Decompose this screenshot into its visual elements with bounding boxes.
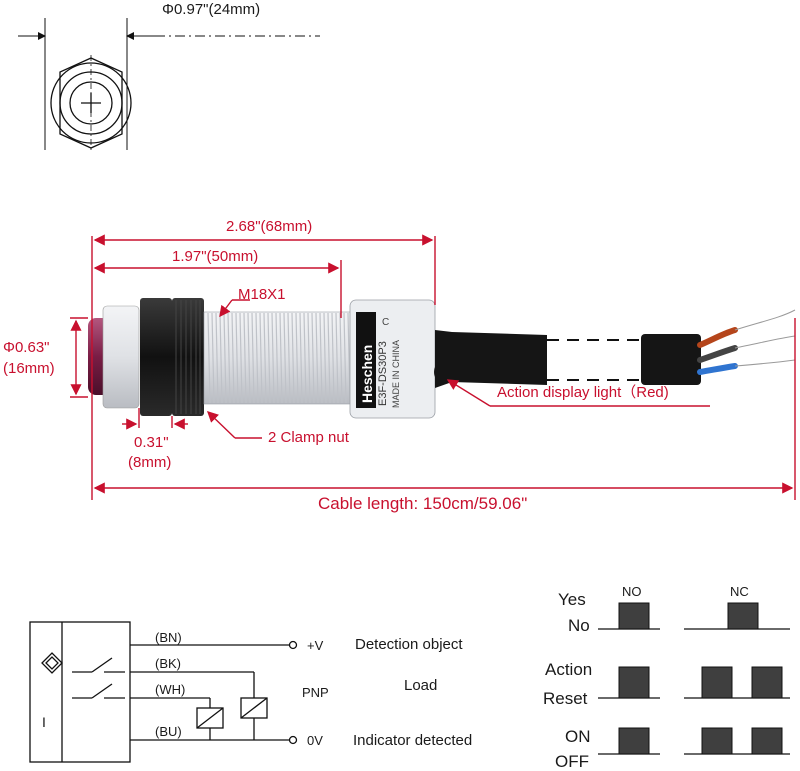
wiring-diagram bbox=[29, 621, 298, 763]
zero-v-label: 0V bbox=[307, 733, 323, 748]
thread-ridge bbox=[311, 312, 315, 404]
timing-row1-bottom: No bbox=[568, 616, 590, 635]
diameter-in-label: Φ0.63" bbox=[3, 339, 50, 356]
thread-ridge bbox=[231, 312, 235, 404]
thread-ridge bbox=[295, 312, 299, 404]
top-view bbox=[18, 18, 320, 152]
body-length-label: 1.97"(50mm) bbox=[172, 248, 259, 265]
thread-ridge bbox=[331, 312, 335, 404]
brand-text: Heschen bbox=[359, 344, 375, 403]
timing-row1-top: Yes bbox=[558, 590, 586, 609]
pulse-nc-on-2 bbox=[751, 727, 783, 755]
timing-no-header: NO bbox=[622, 584, 642, 599]
cable-near bbox=[435, 330, 547, 388]
thread-ridge bbox=[327, 312, 331, 404]
model-text: E3F-DS30P3 bbox=[377, 341, 389, 406]
cert-mark: C bbox=[382, 317, 390, 328]
pnp-label: PNP bbox=[302, 685, 329, 700]
sensor-side-view bbox=[88, 298, 796, 419]
nut-in-label: 0.31" bbox=[134, 434, 169, 451]
thread-ridge bbox=[271, 312, 275, 404]
pulse-no-action bbox=[618, 666, 650, 699]
sensor-mark-label: I bbox=[42, 714, 46, 730]
clamp-nut-back bbox=[172, 298, 204, 416]
thread-ridge bbox=[315, 312, 319, 404]
thread-ridge bbox=[239, 312, 243, 404]
thread-ridge bbox=[283, 312, 287, 404]
wire-bu-label: (BU) bbox=[155, 724, 182, 739]
pulse-nc-on-1 bbox=[701, 727, 733, 755]
wire-wh-label: (WH) bbox=[155, 682, 186, 697]
indicator-label: Indicator detected bbox=[353, 732, 473, 749]
thread-label: M18X1 bbox=[238, 286, 286, 303]
display-light-callout: Action display light（Red) bbox=[497, 384, 669, 401]
plus-v-label: +V bbox=[307, 638, 324, 653]
timing-chart bbox=[598, 602, 790, 755]
thread-ridge bbox=[219, 312, 223, 404]
pulse-no-on bbox=[618, 727, 650, 755]
thread-ridge bbox=[339, 312, 343, 404]
thread-ridge bbox=[275, 312, 279, 404]
thread-ridge bbox=[335, 312, 339, 404]
thread-ridge bbox=[215, 312, 219, 404]
thread-ridge bbox=[263, 312, 267, 404]
wire-bn-label: (BN) bbox=[155, 630, 182, 645]
thread-ridge bbox=[223, 312, 227, 404]
cable-length-label: Cable length: 150cm/59.06" bbox=[318, 494, 528, 513]
thread-ridge bbox=[235, 312, 239, 404]
thread-ridge bbox=[319, 312, 323, 404]
thread-ridge bbox=[303, 312, 307, 404]
clamp-nut-front bbox=[140, 298, 172, 416]
thread-ridge bbox=[291, 312, 295, 404]
top-diameter-label: Φ0.97"(24mm) bbox=[162, 1, 261, 18]
brand-band bbox=[356, 312, 376, 408]
detection-object-label: Detection object bbox=[355, 636, 463, 653]
pulse-nc-action-1 bbox=[701, 666, 733, 699]
thread-ridge bbox=[279, 312, 283, 404]
nut-mm-label: (8mm) bbox=[128, 454, 172, 471]
timing-nc-header: NC bbox=[730, 584, 749, 599]
thread-ridge bbox=[247, 312, 251, 404]
cable-far bbox=[641, 334, 701, 385]
thread-ridge bbox=[259, 312, 263, 404]
dimension-lines bbox=[70, 234, 796, 500]
thread-ridge bbox=[227, 312, 231, 404]
diameter-mm-label: (16mm) bbox=[3, 360, 55, 377]
thread-ridge bbox=[243, 312, 247, 404]
thread-ridge bbox=[299, 312, 303, 404]
thread-ridge bbox=[267, 312, 271, 404]
pulse-no-yes bbox=[618, 602, 650, 630]
thread-ridge bbox=[251, 312, 255, 404]
thread-ridge bbox=[307, 312, 311, 404]
thread-ridge bbox=[343, 312, 347, 404]
thread-ridge bbox=[207, 312, 211, 404]
pulse-nc-yes bbox=[727, 602, 759, 630]
load-label: Load bbox=[404, 677, 438, 694]
timing-row2-bottom: Reset bbox=[543, 689, 588, 708]
wire-bk-label: (BK) bbox=[155, 656, 181, 671]
clamp-nut-callout: 2 Clamp nut bbox=[268, 429, 349, 446]
total-length-label: 2.68"(68mm) bbox=[226, 218, 313, 235]
thread-ridge bbox=[287, 312, 291, 404]
thread-ridge bbox=[323, 312, 327, 404]
timing-row3-top: ON bbox=[565, 727, 591, 746]
origin-text: MADE IN CHINA bbox=[391, 339, 401, 408]
timing-row3-bottom: OFF bbox=[555, 752, 589, 771]
timing-row2-top: Action bbox=[545, 660, 593, 679]
pulse-nc-action-2 bbox=[751, 666, 783, 699]
thread-ridge bbox=[211, 312, 215, 404]
thread-ridge bbox=[255, 312, 259, 404]
